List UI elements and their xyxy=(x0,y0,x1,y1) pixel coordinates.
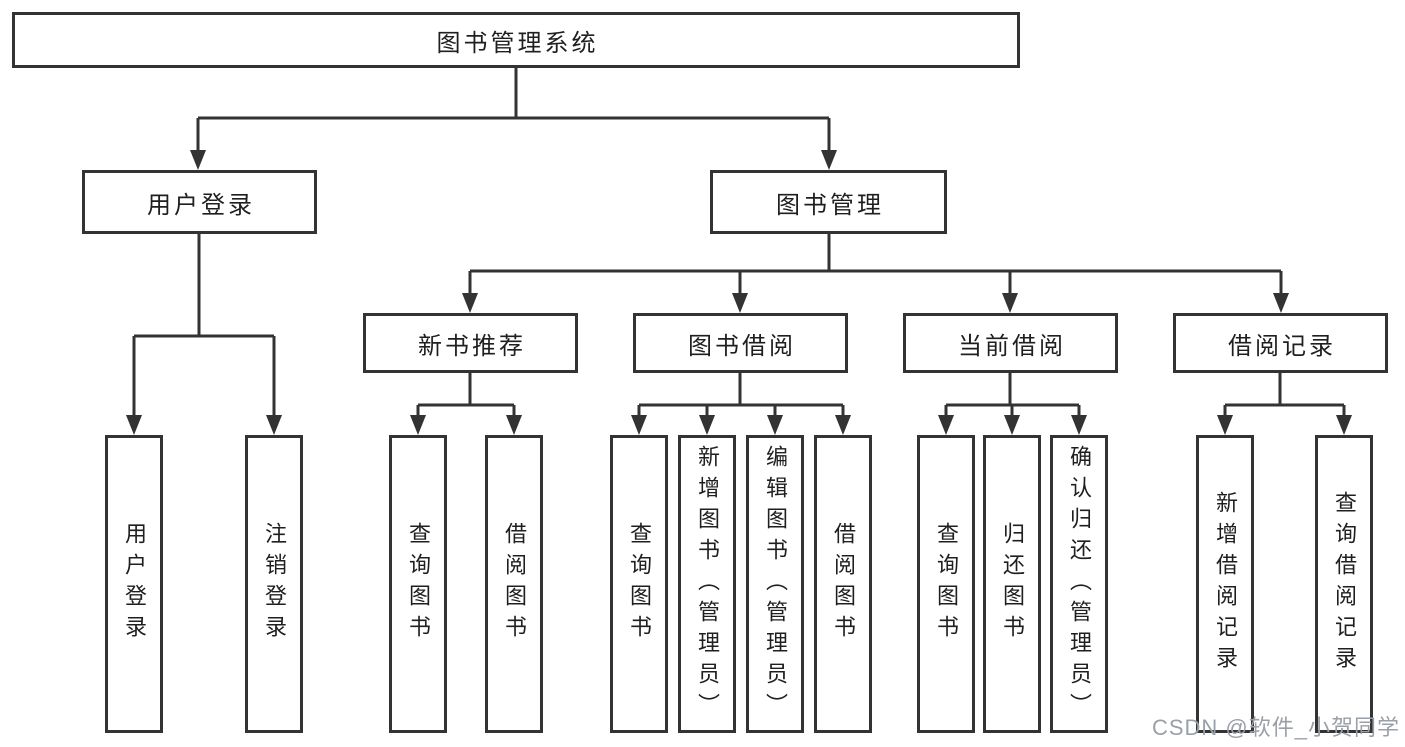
node-label: 图书借阅 xyxy=(688,332,796,360)
leaf-borrow-books-recommend: 借阅图书 xyxy=(485,435,543,733)
leaf-borrow-books: 借阅图书 xyxy=(814,435,872,733)
leaf-query-borrow-record: 查询借阅记录 xyxy=(1315,435,1373,733)
leaf-label: 确认归还（管理员） xyxy=(1067,444,1092,724)
leaf-label: 借阅图书 xyxy=(831,522,856,646)
node-book-borrow: 图书借阅 xyxy=(633,313,848,373)
node-library-system: 图书管理系统 xyxy=(12,12,1020,68)
node-user-login-branch: 用户登录 xyxy=(82,170,317,234)
leaf-return-book: 归还图书 xyxy=(983,435,1041,733)
leaf-add-borrow-record: 新增借阅记录 xyxy=(1196,435,1254,733)
leaf-add-book-admin: 新增图书（管理员） xyxy=(678,435,736,733)
leaf-query-books-recommend: 查询图书 xyxy=(389,435,447,733)
leaf-label: 查询借阅记录 xyxy=(1332,491,1357,677)
connector-path xyxy=(132,68,1346,417)
leaf-label: 新增图书（管理员） xyxy=(695,444,720,724)
node-book-management: 图书管理 xyxy=(710,170,947,234)
leaf-label: 注销登录 xyxy=(262,522,287,646)
watermark: CSDN @软件_小贺同学 xyxy=(1151,715,1400,740)
leaf-label: 编辑图书（管理员） xyxy=(763,444,788,724)
node-label: 借阅记录 xyxy=(1228,332,1336,360)
leaf-edit-book-admin: 编辑图书（管理员） xyxy=(746,435,804,733)
leaf-query-books-current: 查询图书 xyxy=(917,435,975,733)
node-label: 图书管理 xyxy=(776,191,884,219)
arrowheads xyxy=(126,150,1352,435)
leaf-user-login: 用户登录 xyxy=(105,435,163,733)
leaf-label: 归还图书 xyxy=(1000,522,1025,646)
node-new-book-recommend: 新书推荐 xyxy=(363,313,578,373)
leaf-label: 借阅图书 xyxy=(502,522,527,646)
leaf-logout: 注销登录 xyxy=(245,435,303,733)
leaf-label: 新增借阅记录 xyxy=(1213,491,1238,677)
leaf-label: 查询图书 xyxy=(406,522,431,646)
node-label: 用户登录 xyxy=(147,191,255,219)
leaf-confirm-return-admin: 确认归还（管理员） xyxy=(1050,435,1108,733)
node-borrow-records: 借阅记录 xyxy=(1173,313,1388,373)
leaf-label: 查询图书 xyxy=(934,522,959,646)
leaf-query-books-borrow: 查询图书 xyxy=(610,435,668,733)
node-label: 新书推荐 xyxy=(418,332,526,360)
node-label: 图书管理系统 xyxy=(436,29,599,57)
leaf-label: 用户登录 xyxy=(122,522,147,646)
node-current-borrow: 当前借阅 xyxy=(903,313,1118,373)
node-label: 当前借阅 xyxy=(958,332,1066,360)
leaf-label: 查询图书 xyxy=(627,522,652,646)
